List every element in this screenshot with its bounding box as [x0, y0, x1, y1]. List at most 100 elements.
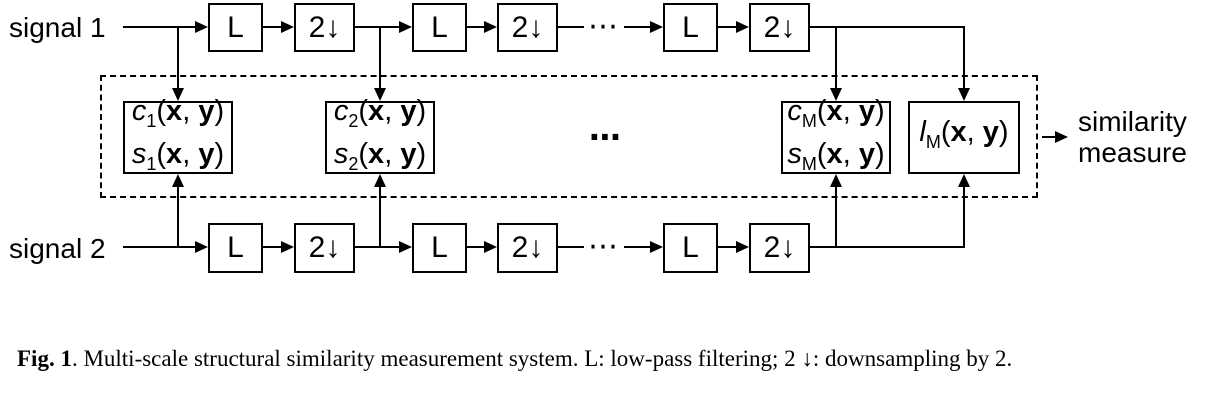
- connector-line: [467, 26, 486, 28]
- arrowhead-right: [281, 21, 294, 33]
- connector-line: [835, 186, 837, 247]
- lowpass-label: L: [227, 231, 244, 264]
- downsample-box-top-3: 2↓: [749, 3, 810, 52]
- contrast-structure-box-1: c1(x, y) s1(x, y): [123, 95, 233, 174]
- func-letter: c: [787, 94, 802, 127]
- output-label: similarity measure: [1078, 106, 1187, 168]
- downsample-box-bottom-2: 2↓: [497, 223, 558, 273]
- lowpass-box-top-2: L: [412, 3, 467, 52]
- term-s1: s1(x, y): [131, 137, 225, 174]
- arrowhead-right: [736, 241, 749, 253]
- downsample-label: 2↓: [763, 231, 796, 264]
- arrowhead-right: [281, 241, 294, 253]
- func-subscript: M: [801, 110, 817, 131]
- connector-line: [718, 246, 738, 248]
- arrowhead-down: [830, 88, 842, 101]
- arrowhead-down: [958, 88, 970, 101]
- connector-line: [810, 26, 965, 28]
- arrowhead-right: [484, 21, 497, 33]
- connector-line: [355, 26, 401, 28]
- arrowhead-down: [374, 88, 386, 101]
- lowpass-label: L: [431, 231, 448, 264]
- downsample-label: 2↓: [511, 231, 544, 264]
- func-subscript: 2: [348, 153, 359, 174]
- func-letter: s: [131, 137, 147, 170]
- term-s2: s2(x, y): [333, 137, 427, 174]
- func-letter: s: [333, 137, 349, 170]
- connector-line: [558, 246, 584, 248]
- downsample-label: 2↓: [308, 231, 341, 264]
- contrast-structure-box-2: c2(x, y) s2(x, y): [325, 95, 435, 174]
- caption-text: . Multi-scale structural similarity meas…: [71, 346, 1013, 371]
- connector-line: [263, 246, 283, 248]
- func-letter: l: [919, 116, 926, 149]
- connector-line: [624, 26, 652, 28]
- lowpass-label: L: [431, 10, 448, 44]
- connector-line: [1042, 136, 1056, 138]
- arrowhead-right: [399, 241, 412, 253]
- func-letter: s: [787, 137, 802, 170]
- luminance-box-M: lM(x, y): [908, 101, 1020, 174]
- connector-line: [810, 246, 965, 248]
- contrast-structure-box-M: cM(x, y) sM(x, y): [781, 95, 891, 174]
- lowpass-label: L: [682, 231, 699, 264]
- func-letter: c: [333, 94, 349, 127]
- arrowhead-right: [195, 241, 208, 253]
- connector-line: [355, 246, 401, 248]
- arrowhead-up: [172, 174, 184, 187]
- connector-line: [624, 246, 652, 248]
- arrowhead-right: [195, 21, 208, 33]
- lowpass-box-bottom-3: L: [663, 223, 718, 273]
- connector-line: [835, 26, 837, 89]
- connector-line: [718, 26, 738, 28]
- downsample-box-bottom-3: 2↓: [749, 223, 810, 273]
- lowpass-label: L: [682, 10, 699, 44]
- arrowhead-right: [399, 21, 412, 33]
- arrowhead-right: [736, 21, 749, 33]
- row-ellipsis: ⋯: [588, 230, 618, 263]
- figure-caption: Fig. 1. Multi-scale structural similarit…: [17, 344, 1012, 374]
- connector-line: [963, 186, 965, 247]
- connector-line: [963, 26, 965, 89]
- lowpass-box-bottom-1: L: [208, 223, 263, 273]
- arrowhead-right: [650, 21, 663, 33]
- connector-line: [467, 246, 486, 248]
- signal-1-label: signal 1: [9, 12, 106, 43]
- arrowhead-right: [484, 241, 497, 253]
- func-subscript: 1: [146, 110, 157, 131]
- downsample-label: 2↓: [763, 10, 796, 44]
- term-c1: c1(x, y): [131, 94, 225, 131]
- arrowhead-right: [650, 241, 663, 253]
- downsample-label: 2↓: [308, 10, 341, 44]
- func-subscript: 1: [146, 153, 157, 174]
- arrowhead-up: [374, 174, 386, 187]
- connector-line: [263, 26, 283, 28]
- func-subscript: M: [925, 131, 941, 152]
- arrowhead-up: [830, 174, 842, 187]
- dashed-measurement-region: [100, 75, 1038, 198]
- connector-line: [123, 26, 196, 28]
- arrowhead-right: [1055, 131, 1068, 143]
- term-lM: lM(x, y): [919, 116, 1009, 152]
- lowpass-label: L: [227, 10, 244, 44]
- caption-label: Fig. 1: [17, 346, 72, 371]
- term-cM: cM(x, y): [787, 94, 885, 131]
- downsample-box-top-1: 2↓: [294, 3, 355, 52]
- row-ellipsis: ⋯: [588, 10, 618, 43]
- downsample-box-bottom-1: 2↓: [294, 223, 355, 273]
- lowpass-box-bottom-2: L: [412, 223, 467, 273]
- downsample-box-top-2: 2↓: [497, 3, 558, 52]
- term-c2: c2(x, y): [333, 94, 427, 131]
- arrowhead-down: [172, 88, 184, 101]
- connector-line: [123, 246, 196, 248]
- connector-line: [177, 26, 179, 89]
- connector-line: [558, 26, 584, 28]
- func-subscript: M: [801, 153, 817, 174]
- connector-line: [177, 186, 179, 247]
- term-sM: sM(x, y): [787, 137, 885, 174]
- func-subscript: 2: [348, 110, 359, 131]
- connector-line: [379, 26, 381, 89]
- center-ellipsis: ⋯: [589, 119, 621, 155]
- lowpass-box-top-1: L: [208, 3, 263, 52]
